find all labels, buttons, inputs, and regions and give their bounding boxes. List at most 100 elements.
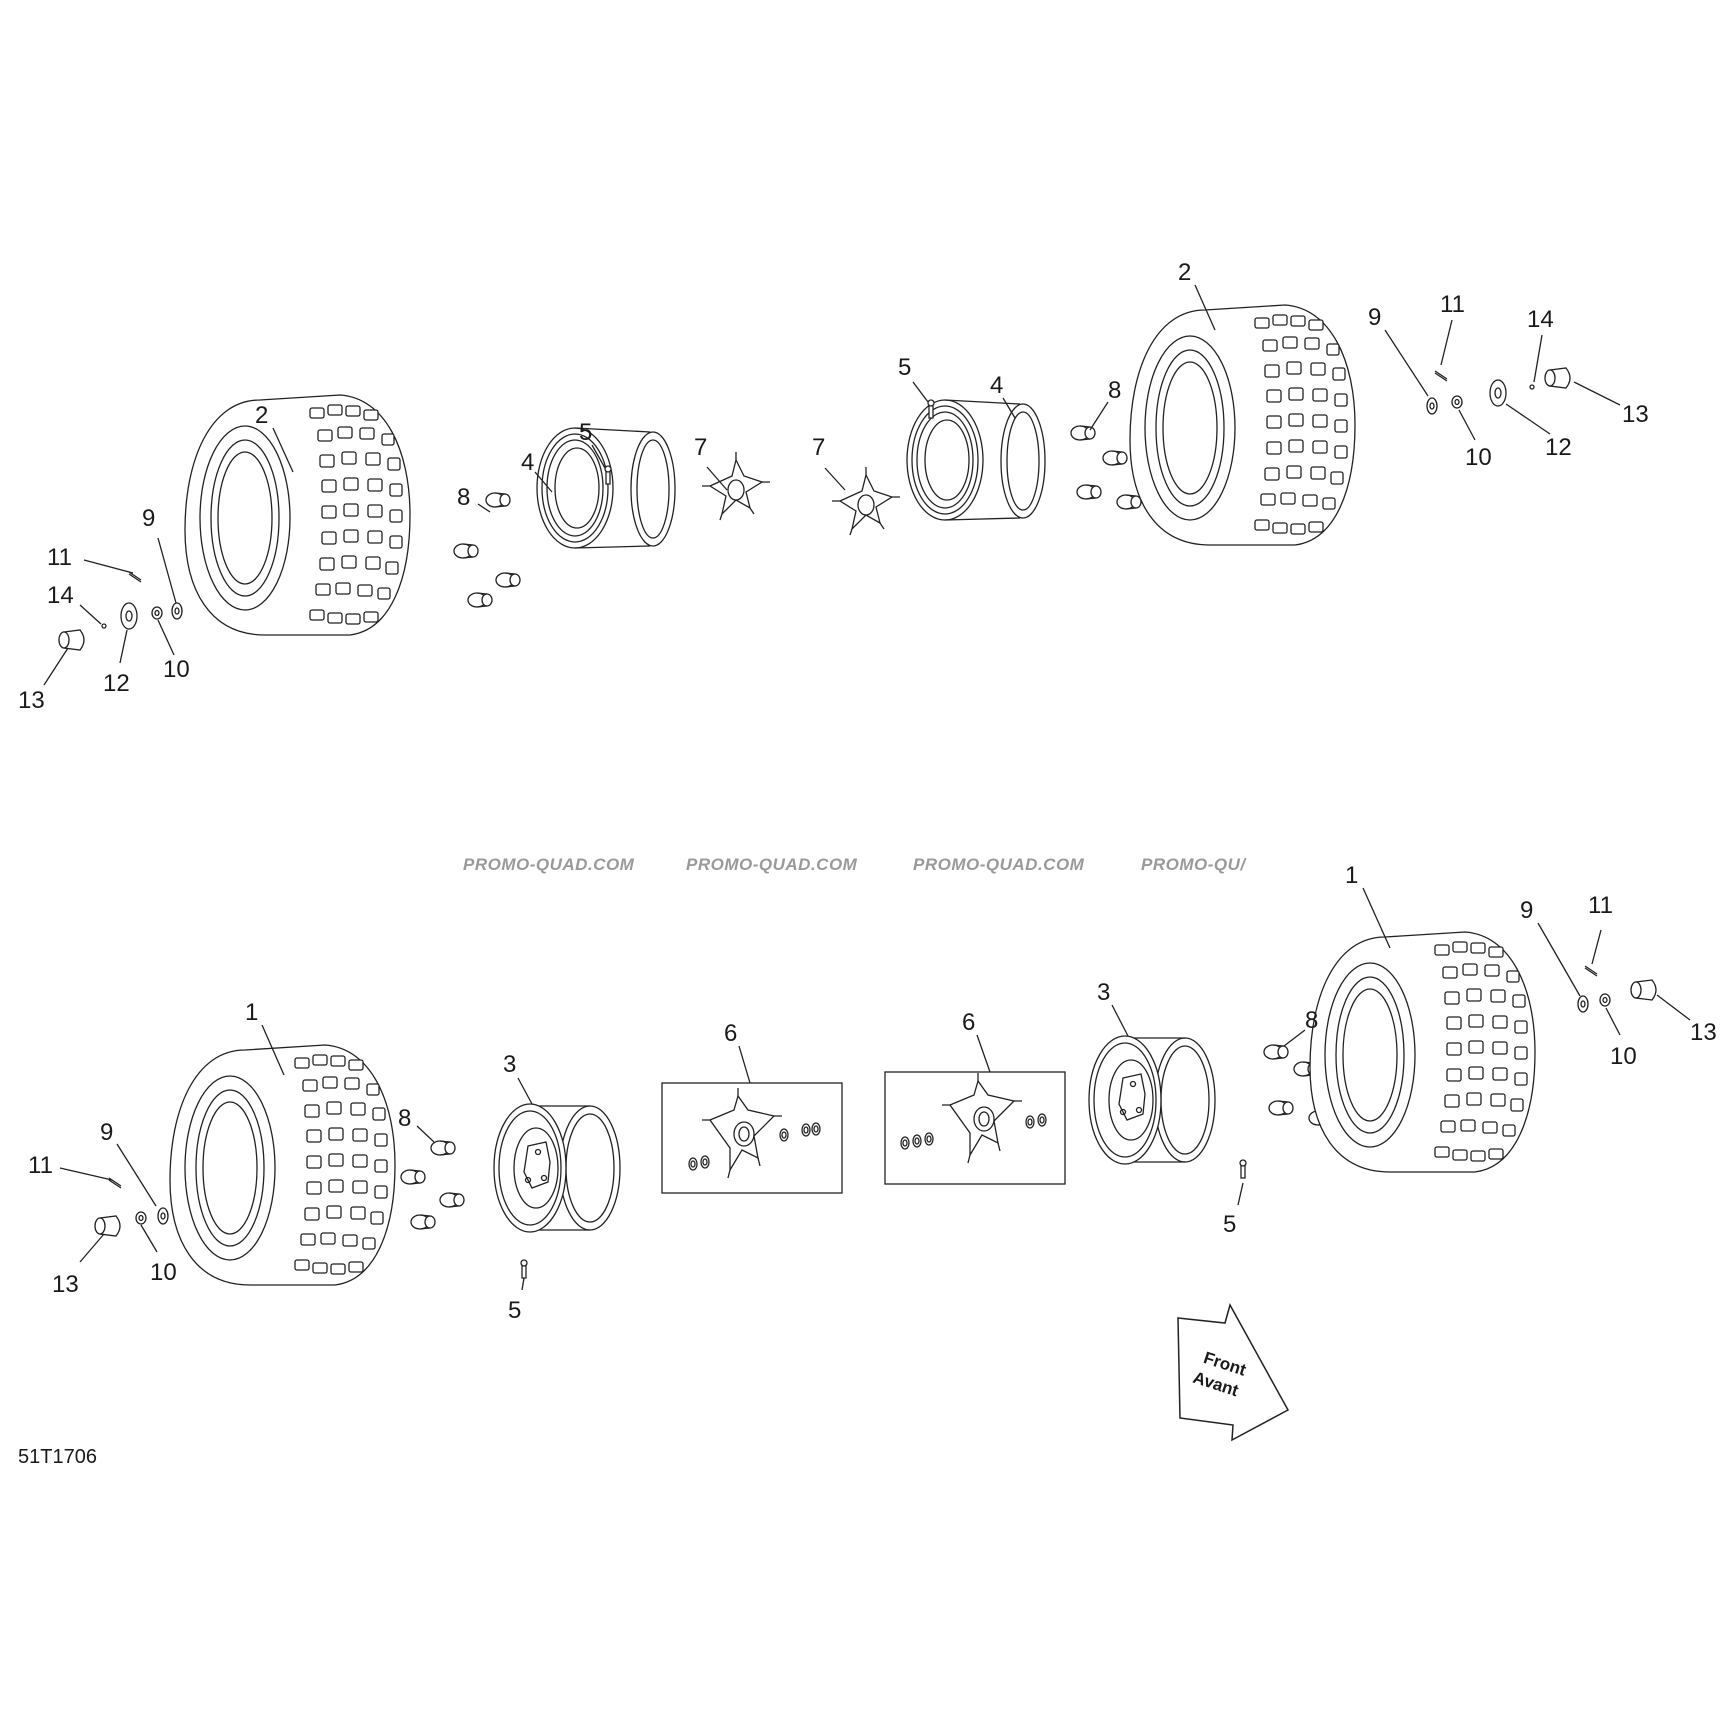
front-tire-left [169, 1044, 396, 1286]
callout-label: 11 [47, 544, 72, 571]
callout-label: 14 [47, 582, 74, 609]
cap-13 [1630, 979, 1657, 1001]
callout-label: 7 [812, 434, 825, 461]
callout-label: 10 [163, 656, 190, 683]
callout-label: 10 [1465, 444, 1492, 471]
rear-rim-left [536, 427, 676, 549]
callout-label: 1 [245, 999, 258, 1026]
callout-label: 9 [1368, 304, 1381, 331]
front-tire-right [1309, 931, 1536, 1173]
callout-label: 10 [150, 1259, 177, 1286]
lug-nut [410, 1214, 436, 1230]
callout-label: 13 [18, 687, 45, 714]
callout-label: 4 [521, 449, 534, 476]
watermark-text: PROMO-QU/ [1141, 855, 1247, 874]
callout-label: 6 [724, 1020, 737, 1047]
castle-nut-10 [1599, 993, 1611, 1007]
callout-label: 13 [1690, 1019, 1717, 1046]
bearing [1025, 1115, 1035, 1129]
rear-axle-assembly [58, 304, 1571, 651]
lug-nut [1102, 450, 1128, 466]
callout-label: 11 [28, 1152, 53, 1179]
callout-label: 9 [100, 1119, 113, 1146]
callout-label: 4 [990, 372, 1003, 399]
watermark-text: PROMO-QUAD.COM [913, 855, 1085, 874]
watermark-text: PROMO-QUAD.COM [686, 855, 858, 874]
watermark: PROMO-QUAD.COM PROMO-QUAD.COM PROMO-QUAD… [463, 855, 1247, 874]
cap-13 [94, 1215, 121, 1237]
lug-nut [1268, 1100, 1294, 1116]
castle-nut-10 [151, 606, 163, 620]
rear-rim-screw [927, 399, 935, 419]
bearing [924, 1132, 934, 1146]
rear-rim-screw [604, 465, 612, 485]
lug-nut [400, 1169, 426, 1185]
washer-9 [157, 1207, 169, 1225]
bearing [1037, 1113, 1047, 1127]
bearing [700, 1155, 710, 1169]
rear-tire-right [1129, 304, 1356, 546]
washer-9 [1426, 397, 1438, 415]
cotter-pin-11 [1584, 965, 1598, 977]
callout-label: 1 [1345, 862, 1358, 889]
callout-label: 5 [508, 1297, 521, 1324]
callout-label: 8 [1305, 1007, 1318, 1034]
rear-tire-left [184, 394, 411, 636]
callout-label: 11 [1440, 291, 1465, 318]
pin-14 [1529, 384, 1535, 390]
lug-nut [467, 592, 493, 608]
callout-label: 8 [457, 484, 470, 511]
cotter-pin-11 [1434, 370, 1448, 382]
front-rim-screw [520, 1259, 528, 1279]
lug-nut [1263, 1044, 1289, 1060]
front-direction-arrow: Front Avant [1177, 1303, 1290, 1442]
rear-hub-right [831, 466, 901, 536]
callout-label: 3 [503, 1051, 516, 1078]
callout-label: 11 [1588, 892, 1613, 919]
castle-nut-10 [1451, 395, 1463, 409]
callout-label: 5 [898, 354, 911, 381]
rear-rim-right [906, 399, 1046, 521]
cap-13 [58, 629, 85, 651]
callout-label: 2 [1178, 259, 1191, 286]
lug-nut [453, 543, 479, 559]
washer-9 [171, 602, 183, 620]
lug-nut [485, 492, 511, 508]
hub-assembly-box [661, 1082, 843, 1194]
callout-label: 5 [579, 419, 592, 446]
callout-label: 8 [1108, 377, 1121, 404]
washer-9 [1577, 995, 1589, 1013]
callout-label: 5 [1223, 1211, 1236, 1238]
cotter-pin-11 [128, 571, 142, 583]
callout-label: 7 [694, 434, 707, 461]
pin-14 [101, 623, 107, 629]
callout-label: 3 [1097, 979, 1110, 1006]
bearing [688, 1157, 698, 1171]
front-axle-assembly [94, 931, 1657, 1286]
callout-label: 6 [962, 1009, 975, 1036]
rear-callouts: 2 9 11 14 13 12 10 8 4 5 7 7 5 4 8 2 9 1… [18, 259, 1649, 714]
hub-assembly-box [884, 1071, 1066, 1185]
callout-label: 9 [142, 505, 155, 532]
lug-nut [1116, 494, 1142, 510]
bearing [912, 1134, 922, 1148]
drawing-number: 51T1706 [18, 1446, 97, 1468]
cap-13 [1544, 367, 1571, 389]
callout-label: 2 [255, 402, 268, 429]
washer-12 [120, 602, 138, 630]
callout-label: 9 [1520, 897, 1533, 924]
callout-label: 10 [1610, 1043, 1637, 1070]
lug-nut [1076, 484, 1102, 500]
callout-label: 13 [52, 1271, 79, 1298]
bearing [811, 1122, 821, 1136]
front-rim-left [493, 1103, 621, 1233]
lug-nut [495, 572, 521, 588]
callout-label: 8 [398, 1105, 411, 1132]
washer-12 [1489, 379, 1507, 407]
bearing [900, 1136, 910, 1150]
rear-hub-left [701, 451, 771, 521]
lug-nut [439, 1192, 465, 1208]
watermark-text: PROMO-QUAD.COM [463, 855, 635, 874]
bearing [801, 1123, 811, 1137]
front-rim-right [1088, 1035, 1216, 1165]
